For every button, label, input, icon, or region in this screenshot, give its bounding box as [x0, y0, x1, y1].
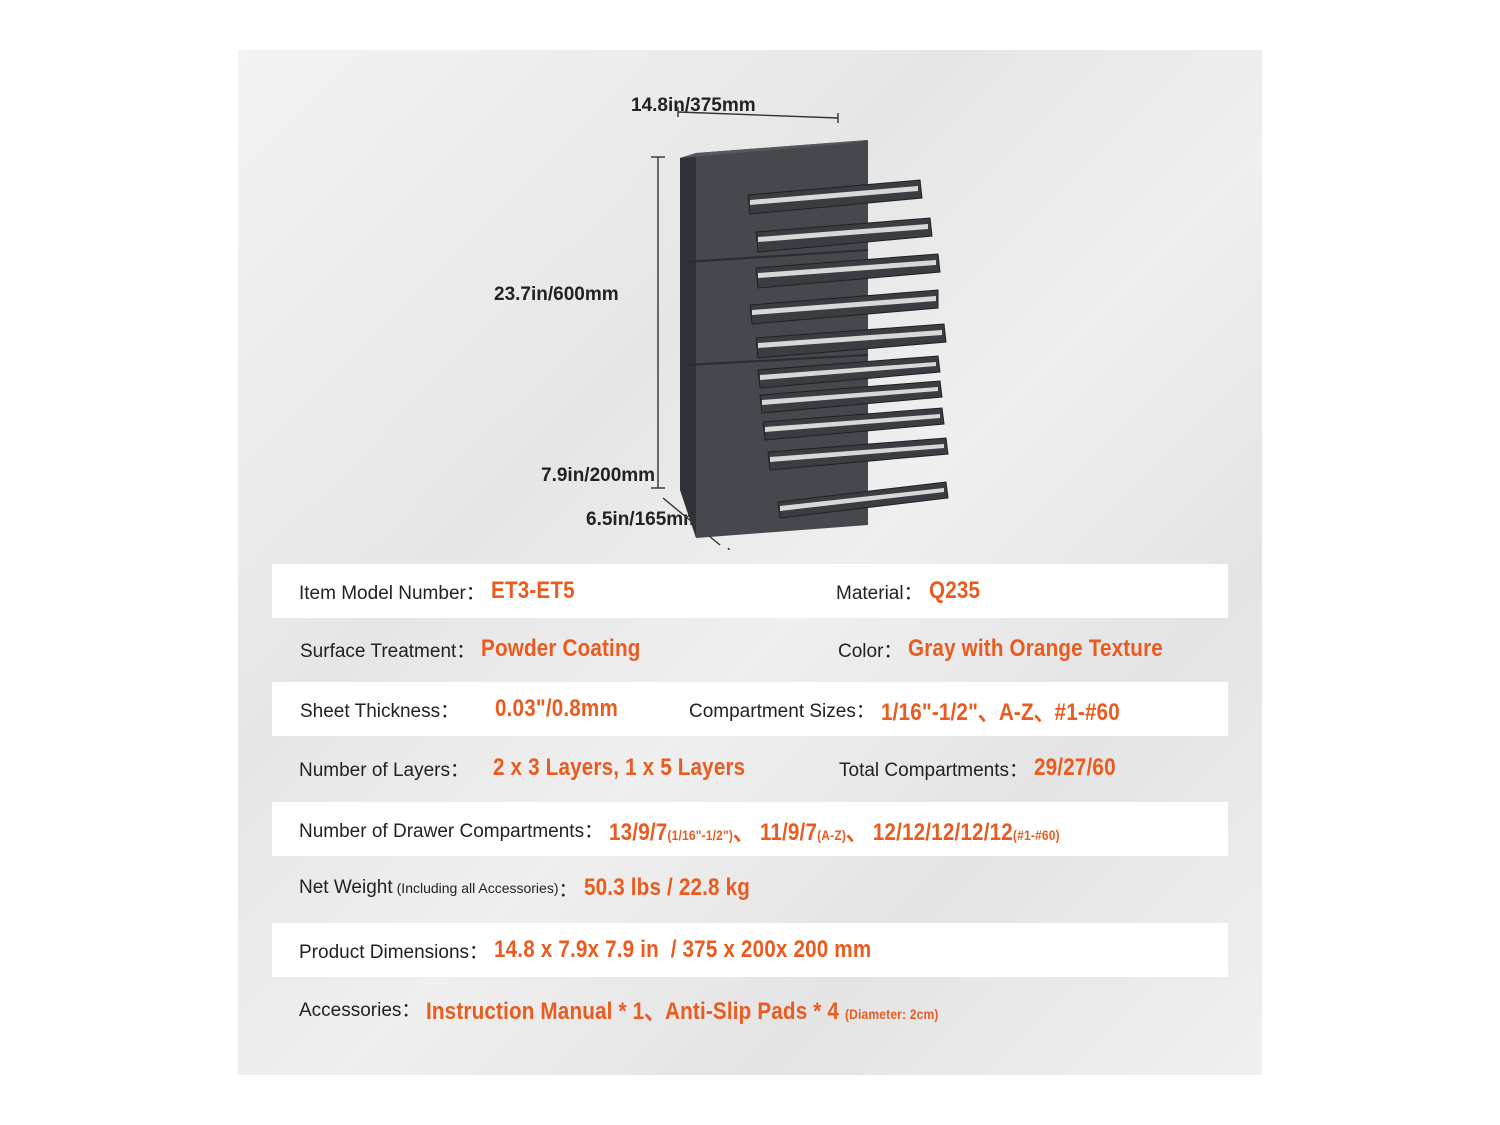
- weight-note: (Including all Accessories): [396, 880, 559, 896]
- spec-row-accessories: Accessories： Instruction Manual * 1、Anti…: [272, 981, 1228, 1035]
- thickness-value: 0.03"/0.8mm: [495, 695, 619, 722]
- drawer-size-3: (#1-#60): [1013, 826, 1060, 843]
- case-depth-dimension: 6.5in/165mm: [586, 509, 701, 530]
- material-label: Material：: [836, 582, 923, 604]
- dimensions-label: Product Dimensions：: [299, 941, 489, 963]
- compartment-sizes-value: 1/16"-1/2"、A-Z、#1-#60: [880, 698, 1120, 726]
- color-label: Color：: [838, 640, 903, 662]
- drawer-compartments: Number of Drawer Compartments： 13/9/7(1/…: [299, 802, 1133, 856]
- accessories-items: Instruction Manual * 1、Anti-Slip Pads * …: [426, 997, 840, 1025]
- total-value: 29/27/60: [1034, 754, 1116, 781]
- spec-row-thickness: Sheet Thickness： 0.03"/0.8mm Compartment…: [272, 682, 1228, 736]
- surface-value: Powder Coating: [481, 635, 641, 662]
- color-value: Gray with Orange Texture: [908, 635, 1164, 662]
- drawer-size-1: (1/16"-1/2"): [667, 826, 734, 843]
- model-number-value: ET3-ET5: [490, 577, 575, 604]
- height-dimension: 23.7in/600mm: [494, 284, 619, 305]
- weight-label: Net Weight: [299, 877, 393, 898]
- accessories-value: Instruction Manual * 1、Anti-Slip Pads * …: [426, 991, 939, 1026]
- net-weight: Net Weight (Including all Accessories) ：…: [299, 861, 777, 915]
- spec-row-surface: Surface Treatment： Powder Coating Color：…: [272, 622, 1228, 676]
- spec-row-drawer-compartments: Number of Drawer Compartments： 13/9/7(1/…: [272, 802, 1228, 856]
- total-label: Total Compartments：: [839, 759, 1029, 781]
- accessories-label: Accessories：: [299, 999, 421, 1021]
- product-spec-card: 14.8in/375mm 23.7in/600mm 7.9in/200mm 6.…: [238, 50, 1262, 1075]
- model-number: Item Model Number： ET3-ET5: [299, 564, 588, 618]
- drawer-cabinet-image: [651, 107, 949, 550]
- dimension-lines: [651, 107, 839, 550]
- spec-row-dimensions: Product Dimensions： 14.8 x 7.9x 7.9 in /…: [272, 923, 1228, 977]
- surface-label: Surface Treatment：: [300, 640, 476, 662]
- drawer-value-3: 、 12/12/12/12/12: [846, 818, 1014, 846]
- thickness-label: Sheet Thickness：: [300, 700, 460, 722]
- dimensions-value: 14.8 x 7.9x 7.9 in / 375 x 200x 200 mm: [494, 936, 872, 963]
- color: Color： Gray with Orange Texture: [838, 622, 1205, 676]
- compartment-sizes: Compartment Sizes： 1/16"-1/2"、A-Z、#1-#60: [689, 682, 1159, 736]
- drawer-value-1: 13/9/7: [609, 818, 668, 846]
- spec-row-model: Item Model Number： ET3-ET5 Material： Q23…: [272, 564, 1228, 618]
- surface-treatment: Surface Treatment： Powder Coating: [300, 622, 667, 676]
- weight-colon: ：: [558, 879, 578, 901]
- drawer-depth-dimension: 7.9in/200mm: [541, 465, 656, 486]
- number-of-layers: Number of Layers： 2 x 3 Layers, 1 x 5 La…: [299, 741, 786, 795]
- drawer-value: 13/9/7(1/16"-1/2")、 11/9/7(A-Z)、 12/12/1…: [609, 812, 1060, 847]
- material-value: Q235: [928, 577, 980, 604]
- width-dimension: 14.8in/375mm: [631, 95, 756, 116]
- model-number-label: Item Model Number：: [299, 582, 485, 604]
- drawers: [747, 179, 949, 519]
- total-compartments: Total Compartments： 29/27/60: [839, 741, 1129, 795]
- weight-value: 50.3 lbs / 22.8 kg: [583, 874, 750, 901]
- layers-label: Number of Layers：: [299, 759, 470, 781]
- sheet-thickness: Sheet Thickness： 0.03"/0.8mm: [300, 682, 638, 736]
- spec-row-layers: Number of Layers： 2 x 3 Layers, 1 x 5 La…: [272, 741, 1228, 795]
- compartment-sizes-label: Compartment Sizes：: [689, 700, 875, 722]
- product-dimensions: Product Dimensions： 14.8 x 7.9x 7.9 in /…: [299, 923, 933, 977]
- drawer-value-2: 、 11/9/7: [733, 818, 818, 846]
- spec-row-weight: Net Weight (Including all Accessories) ：…: [272, 861, 1228, 915]
- accessories-note: (Diameter: 2cm): [845, 1005, 939, 1022]
- layers-value: 2 x 3 Layers, 1 x 5 Layers: [493, 754, 746, 781]
- drawer-size-2: (A-Z): [817, 826, 847, 843]
- accessories: Accessories： Instruction Manual * 1、Anti…: [299, 981, 1022, 1035]
- material: Material： Q235: [836, 564, 988, 618]
- drawer-label: Number of Drawer Compartments：: [299, 820, 604, 842]
